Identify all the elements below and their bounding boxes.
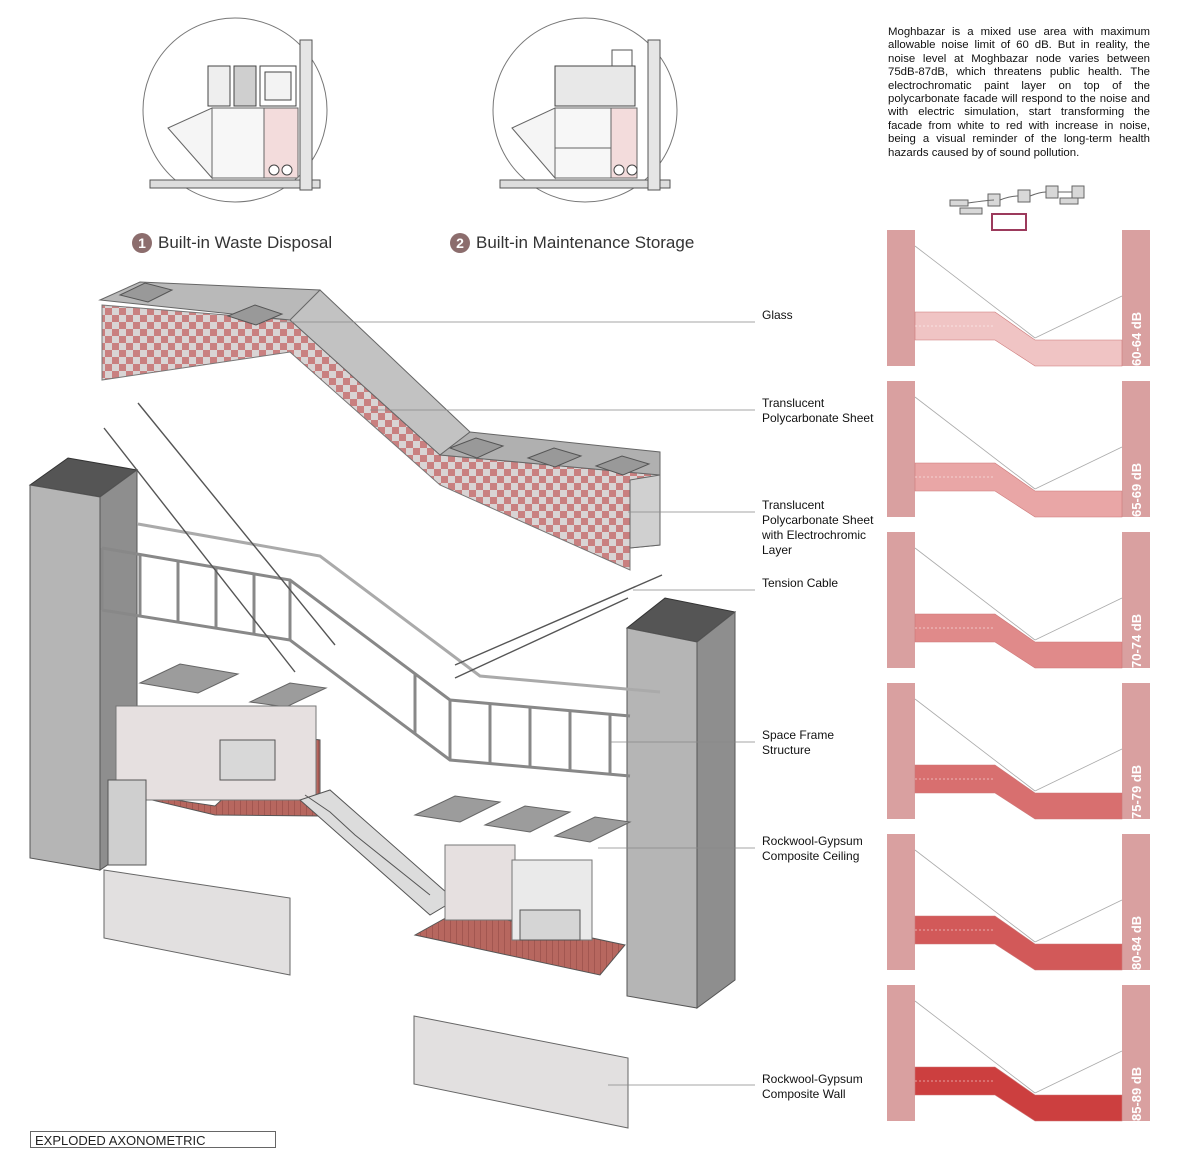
facade-strip [914, 1066, 1123, 1122]
facade-polycarbonate [98, 281, 661, 571]
guide-line [914, 396, 1036, 490]
guide-line [914, 547, 1036, 641]
right-wall [1122, 683, 1150, 819]
guide-line [914, 1000, 1036, 1094]
space-frame [100, 522, 661, 778]
facade-strip [914, 462, 1123, 518]
composite-walls [103, 869, 629, 1129]
detail-number-badge: 1 [132, 233, 152, 253]
facade-strip [914, 764, 1123, 820]
left-wall [887, 381, 915, 517]
detail-label-maintenance-storage: 2 Built-in Maintenance Storage [450, 233, 694, 253]
layer-label-tension-cable: Tension Cable [762, 576, 839, 590]
tension-cables [103, 402, 663, 679]
left-wall [887, 532, 915, 668]
guide-line [914, 849, 1036, 943]
right-wall [1122, 381, 1150, 517]
detail-number-badge: 2 [450, 233, 470, 253]
guide-line [914, 245, 1036, 339]
guide-line [914, 698, 1036, 792]
guide-line [1034, 1050, 1123, 1094]
washroom-lower [413, 844, 626, 976]
ceiling-panels [138, 663, 632, 843]
noise-panel: 65-69 dB [887, 381, 1150, 518]
facade-strip [914, 915, 1123, 971]
detail-circle-waste-disposal [142, 17, 328, 203]
noise-panel: 85-89 dB [887, 985, 1150, 1122]
right-column [625, 597, 737, 1009]
noise-level-label: 70-74 dB [1129, 614, 1144, 668]
noise-level-label: 85-89 dB [1129, 1067, 1144, 1121]
left-wall [887, 985, 915, 1121]
guide-line [1034, 295, 1123, 339]
layer-label-glass: Glass [762, 308, 793, 322]
noise-level-label: 75-79 dB [1129, 765, 1144, 819]
layer-label-space-frame: Space Frame Structure [762, 728, 835, 757]
layer-label-wall: Rockwool-Gypsum Composite Wall [762, 1072, 863, 1101]
detail-label-waste-disposal: 1 Built-in Waste Disposal [132, 233, 332, 253]
noise-panel: 60-64 dB [887, 230, 1150, 367]
guide-line [1034, 899, 1123, 943]
facade-strip [914, 613, 1123, 669]
circuit-diagram [949, 185, 1085, 231]
detail-circle-maintenance-storage [492, 17, 678, 203]
left-wall [887, 230, 915, 366]
facade-strip [914, 311, 1123, 367]
noise-panel: 70-74 dB [887, 532, 1150, 669]
right-wall [1122, 985, 1150, 1121]
noise-level-label: 60-64 dB [1129, 312, 1144, 366]
noise-panel: 75-79 dB [887, 683, 1150, 820]
washroom-upper [107, 705, 321, 866]
noise-level-label: 65-69 dB [1129, 463, 1144, 517]
left-wall [887, 834, 915, 970]
layer-label-electrochromic: Translucent Polycarbonate Sheet with Ele… [762, 498, 874, 557]
left-wall [887, 683, 915, 819]
noise-panel: 80-84 dB [887, 834, 1150, 971]
guide-line [1034, 597, 1123, 641]
leader-lines [280, 321, 755, 1086]
right-wall [1122, 834, 1150, 970]
description-text: Moghbazar is a mixed use area with maxim… [888, 26, 1150, 159]
layer-label-polycarbonate: Translucent Polycarbonate Sheet [762, 396, 874, 425]
right-wall [1122, 532, 1150, 668]
drawing-title: EXPLODED AXONOMETRIC [30, 1131, 276, 1148]
guide-line [1034, 748, 1123, 792]
guide-line [1034, 446, 1123, 490]
layer-label-ceiling: Rockwool-Gypsum Composite Ceiling [762, 834, 863, 863]
detail-title: Built-in Maintenance Storage [476, 233, 695, 252]
right-wall [1122, 230, 1150, 366]
detail-title: Built-in Waste Disposal [158, 233, 333, 252]
noise-level-label: 80-84 dB [1129, 916, 1144, 970]
